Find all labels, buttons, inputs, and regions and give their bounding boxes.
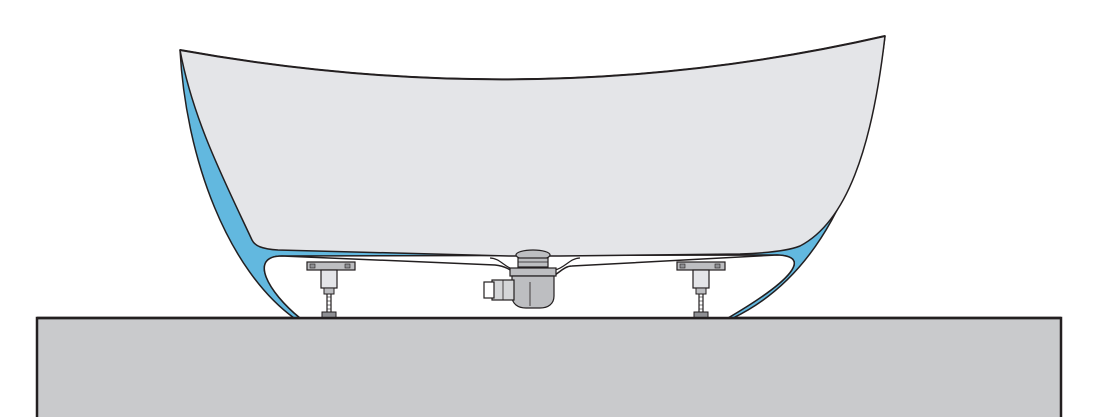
adjustable-foot-right: [676, 261, 726, 319]
drain-trap: [483, 267, 557, 309]
floor-slab: [35, 316, 1063, 417]
bathtub-rim: [179, 35, 886, 81]
adjustable-foot-left: [306, 261, 356, 319]
bathtub-interior: [179, 35, 886, 257]
waste-drain: [515, 249, 551, 268]
